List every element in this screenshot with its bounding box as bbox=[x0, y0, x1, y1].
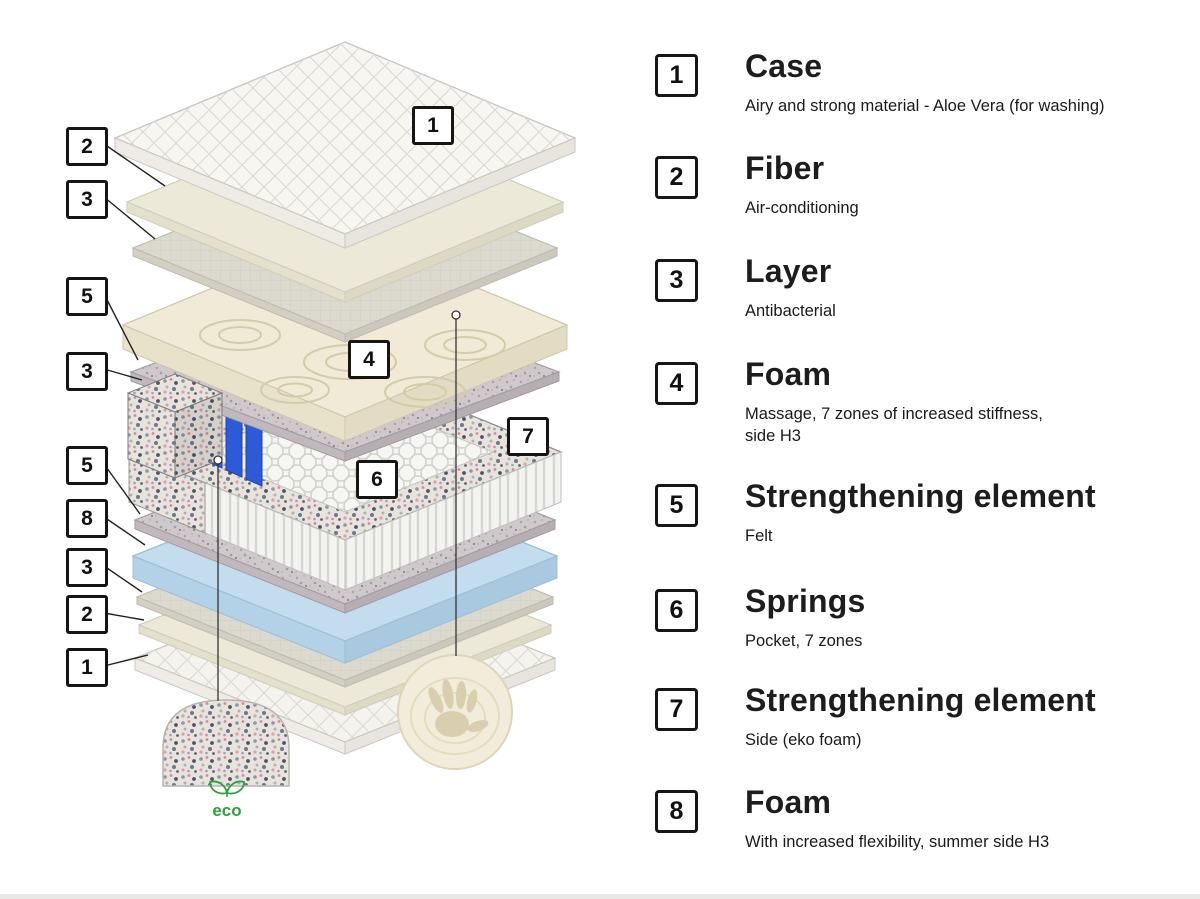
legend-number-box: 6 bbox=[655, 589, 698, 632]
diagram-label-massage-foam: 4 bbox=[348, 340, 390, 379]
diagram-label-felt-upper: 5 bbox=[66, 277, 108, 316]
legend-number-box: 5 bbox=[655, 484, 698, 527]
legend-item-foam-massage: 4 Foam Massage, 7 zones of increased sti… bbox=[655, 356, 1043, 447]
diagram-label-case-bottom: 1 bbox=[66, 648, 108, 687]
legend-title: Foam bbox=[745, 356, 832, 392]
legend-title: Springs bbox=[745, 583, 866, 619]
mattress-diagram: eco bbox=[103, 41, 577, 820]
legend-description: Air-conditioning bbox=[745, 198, 859, 217]
legend-title: Strengthening element bbox=[745, 478, 1096, 514]
leader-lines bbox=[103, 143, 166, 667]
diagram-label-layer-top: 3 bbox=[66, 180, 108, 219]
legend-number-box: 4 bbox=[655, 362, 698, 405]
diagram-label-side-element: 7 bbox=[507, 417, 549, 456]
legend-item-strengthening-felt: 5 Strengthening element Felt bbox=[655, 478, 1096, 547]
eco-foam-corner-block bbox=[126, 373, 224, 479]
legend-item-strengthening-side: 7 Strengthening element Side (eko foam) bbox=[655, 682, 1096, 751]
legend-number-box: 3 bbox=[655, 259, 698, 302]
diagram-label-felt-lower: 5 bbox=[66, 446, 108, 485]
legend-title: Layer bbox=[745, 253, 832, 289]
diagram-label-layer-mid: 3 bbox=[66, 352, 108, 391]
layer-case-top bbox=[113, 41, 577, 249]
diagram-label-fiber: 2 bbox=[66, 127, 108, 166]
legend-item-case: 1 Case Airy and strong material - Aloe V… bbox=[655, 48, 1105, 117]
legend-number-box: 2 bbox=[655, 156, 698, 199]
inset-callout-lines bbox=[217, 317, 457, 701]
diagram-label-layer-bottom: 3 bbox=[66, 548, 108, 587]
eco-foam-texture-inset bbox=[162, 699, 290, 787]
legend-title: Case bbox=[745, 48, 823, 84]
hand-print bbox=[428, 679, 489, 737]
diagram-label-case-top: 1 bbox=[412, 106, 454, 145]
legend-description: With increased flexibility, summer side … bbox=[745, 832, 1050, 851]
eco-label: eco bbox=[212, 801, 241, 820]
legend-description: Side (eko foam) bbox=[745, 730, 862, 749]
legend-description: Felt bbox=[745, 526, 773, 545]
legend-title: Strengthening element bbox=[745, 682, 1096, 718]
legend-number-box: 8 bbox=[655, 790, 698, 833]
callout-dot-eco bbox=[213, 455, 223, 465]
legend-description: Massage, 7 zones of increased stiffness,… bbox=[745, 404, 1043, 446]
diagram-label-springs: 6 bbox=[356, 460, 398, 499]
legend-item-springs: 6 Springs Pocket, 7 zones bbox=[655, 583, 866, 652]
legend-description: Pocket, 7 zones bbox=[745, 631, 863, 650]
legend-title: Fiber bbox=[745, 150, 825, 186]
legend-item-fiber: 2 Fiber Air-conditioning bbox=[655, 150, 859, 219]
bottom-divider bbox=[0, 894, 1200, 899]
legend-item-foam-summer: 8 Foam With increased flexibility, summe… bbox=[655, 784, 1049, 853]
legend-title: Foam bbox=[745, 784, 832, 820]
legend-item-layer: 3 Layer Antibacterial bbox=[655, 253, 836, 322]
legend-number-box: 1 bbox=[655, 54, 698, 97]
legend-number-box: 7 bbox=[655, 688, 698, 731]
eco-badge: eco bbox=[209, 780, 245, 820]
legend-description: Antibacterial bbox=[745, 301, 836, 320]
diagram-label-fiber-bottom: 2 bbox=[66, 595, 108, 634]
diagram-label-summer-foam: 8 bbox=[66, 499, 108, 538]
callout-dot-hand bbox=[451, 310, 461, 320]
legend-description: Airy and strong material - Aloe Vera (fo… bbox=[745, 96, 1105, 115]
memory-foam-hand-inset bbox=[397, 654, 513, 770]
